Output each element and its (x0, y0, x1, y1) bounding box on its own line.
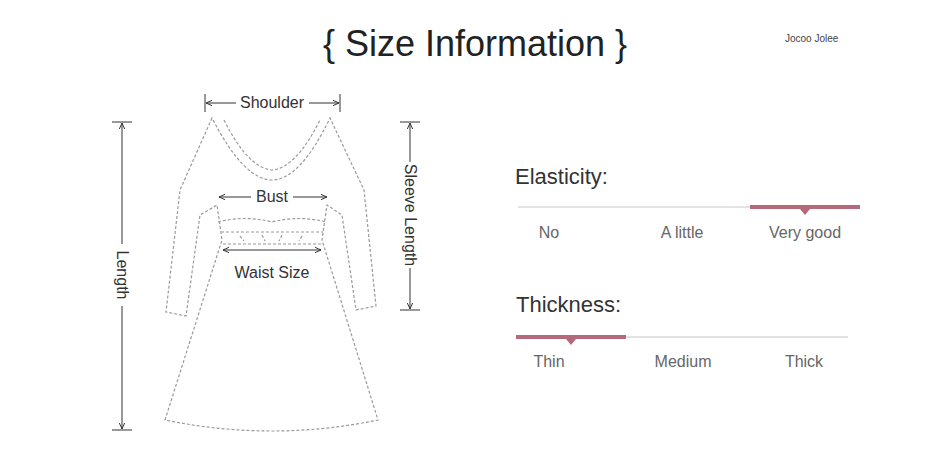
dimension-label: Length (113, 249, 131, 302)
scale-heading: Thickness: (516, 292, 621, 317)
scale-option: Medium (655, 353, 712, 371)
dimension-label: Waist Size (235, 264, 310, 282)
dimension-label: Sleeve Length (401, 162, 419, 268)
scale-option: Thin (533, 353, 564, 371)
scale-option: No (539, 224, 559, 242)
scale-option: Very good (769, 224, 841, 242)
dimension-label: Bust (256, 188, 288, 206)
elasticity-scale (518, 205, 860, 215)
thickness-scale (516, 335, 848, 345)
brand-mark: Jocoo Jolee (785, 33, 838, 45)
dimension-arrows (112, 94, 420, 430)
scale-option: A little (661, 224, 704, 242)
scale-heading: Elasticity: (515, 164, 608, 189)
dimension-label: Shoulder (240, 94, 304, 112)
scale-option: Thick (785, 353, 823, 371)
dress-outline (165, 118, 378, 431)
title: { Size Information } (323, 23, 627, 64)
